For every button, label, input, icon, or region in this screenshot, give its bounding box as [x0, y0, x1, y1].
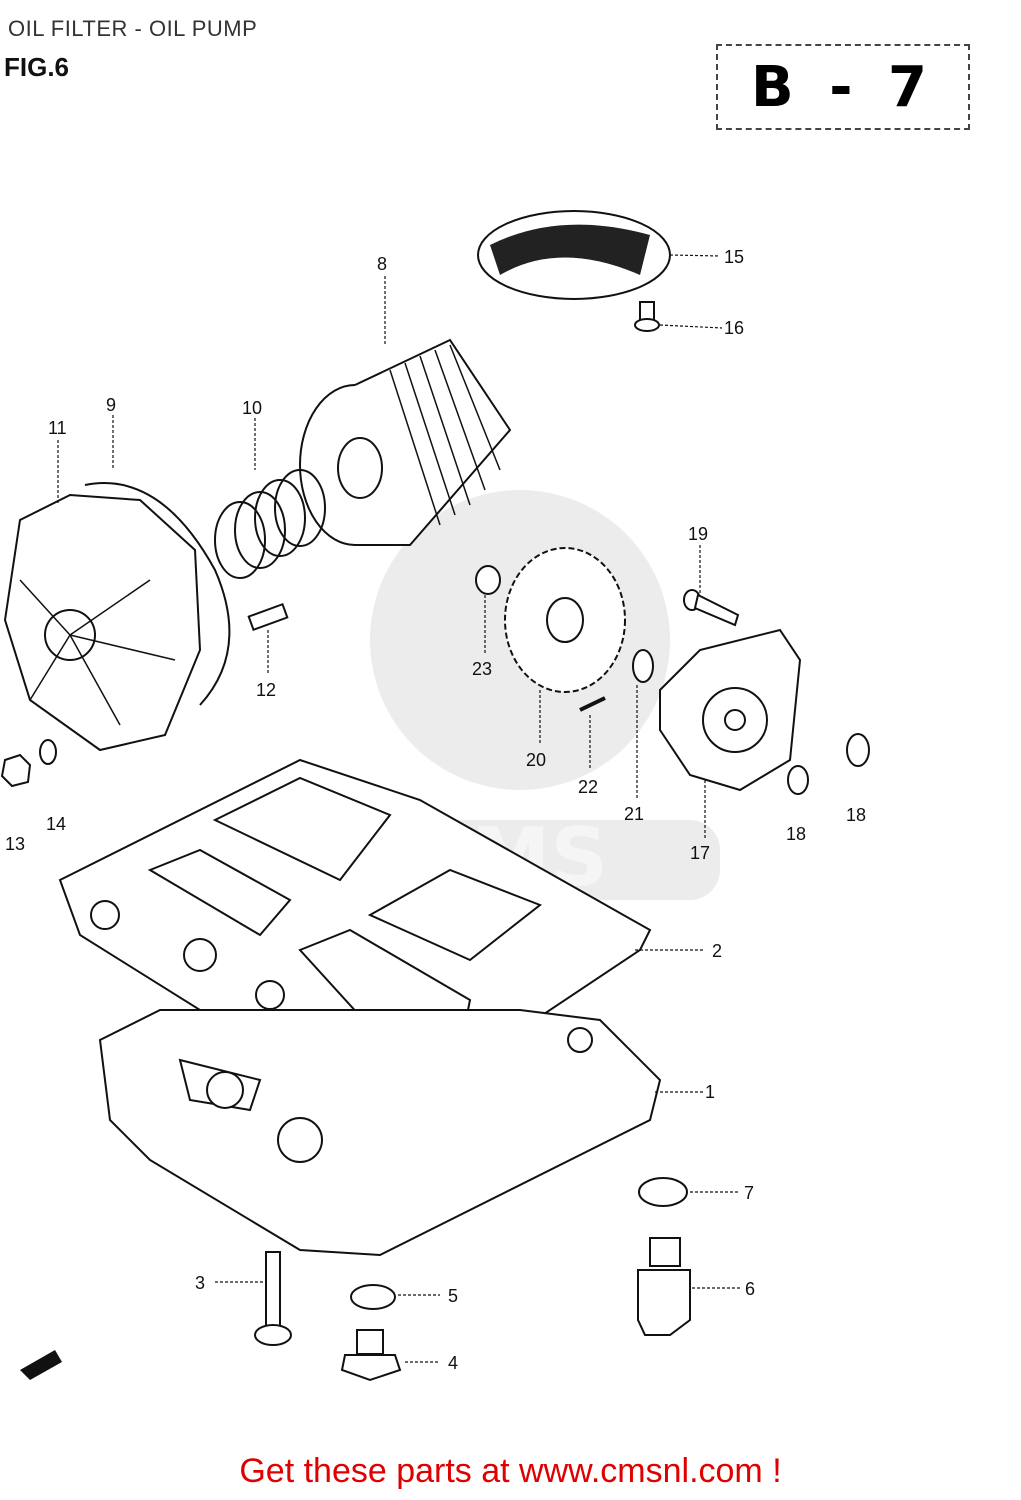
label-part-12: 12 — [256, 680, 276, 700]
label-part-6: 6 — [745, 1279, 755, 1299]
part-18-o-ring-a — [787, 765, 809, 795]
part-14-washer — [39, 739, 57, 765]
part-11-filter-cover — [3, 493, 202, 752]
label-part-23: 23 — [472, 659, 492, 679]
label-part-3: 3 — [195, 1273, 205, 1293]
label-part-4: 4 — [448, 1353, 458, 1373]
part-13-nut — [0, 753, 32, 788]
reference-code: B - 7 — [751, 54, 935, 120]
label-part-22: 22 — [578, 777, 598, 797]
forward-arrow-icon — [20, 1350, 62, 1380]
part-1-oil-pan — [98, 1009, 662, 1257]
part-8-oil-filter — [299, 338, 512, 546]
part-4-drain-plug — [340, 1329, 402, 1382]
label-part-17: 17 — [690, 843, 710, 863]
label-part-14: 14 — [46, 814, 66, 834]
part-5-gasket — [350, 1284, 396, 1310]
diagram-title: OIL FILTER - OIL PUMP — [8, 16, 258, 41]
label-part-10: 10 — [242, 398, 262, 418]
part-23-bush — [475, 565, 501, 595]
part-19-bolt — [683, 589, 740, 627]
part-16-screw — [634, 301, 660, 332]
part-21-o-ring — [632, 649, 654, 683]
label-part-18a: 18 — [786, 824, 806, 844]
label-part-18b: 18 — [846, 805, 866, 825]
part-labels: 1 2 3 4 5 6 7 8 9 10 11 12 13 14 15 16 1… — [5, 247, 866, 1373]
part-20-gear — [504, 547, 626, 693]
label-part-13: 13 — [5, 834, 25, 854]
part-9-o-ring — [84, 482, 231, 706]
label-part-15: 15 — [724, 247, 744, 267]
label-part-21: 21 — [624, 804, 644, 824]
label-part-2: 2 — [712, 941, 722, 961]
part-17-oil-pump — [659, 628, 802, 792]
label-part-8: 8 — [377, 254, 387, 274]
shop-link-banner[interactable]: Get these parts at www.cmsnl.com ! — [239, 1452, 782, 1490]
label-part-20: 20 — [526, 750, 546, 770]
label-part-5: 5 — [448, 1286, 458, 1306]
part-12-stud — [247, 602, 289, 632]
figure-number: FIG.6 — [4, 52, 70, 82]
reference-box: B - 7 — [716, 44, 970, 130]
label-part-9: 9 — [106, 395, 116, 415]
label-part-11: 11 — [48, 418, 67, 438]
label-part-16: 16 — [724, 318, 744, 338]
part-10-spring — [214, 469, 326, 579]
part-3-bolt — [254, 1251, 292, 1346]
leader-lines — [57, 254, 740, 1363]
label-part-1: 1 — [705, 1082, 715, 1102]
part-15-sight-glass — [477, 210, 671, 300]
part-7-o-ring — [638, 1177, 688, 1207]
label-part-7: 7 — [744, 1183, 754, 1203]
part-22-pin — [579, 696, 606, 712]
part-18-o-ring-b — [846, 733, 870, 767]
part-6-pressure-switch — [637, 1237, 691, 1336]
label-part-19: 19 — [688, 524, 708, 544]
